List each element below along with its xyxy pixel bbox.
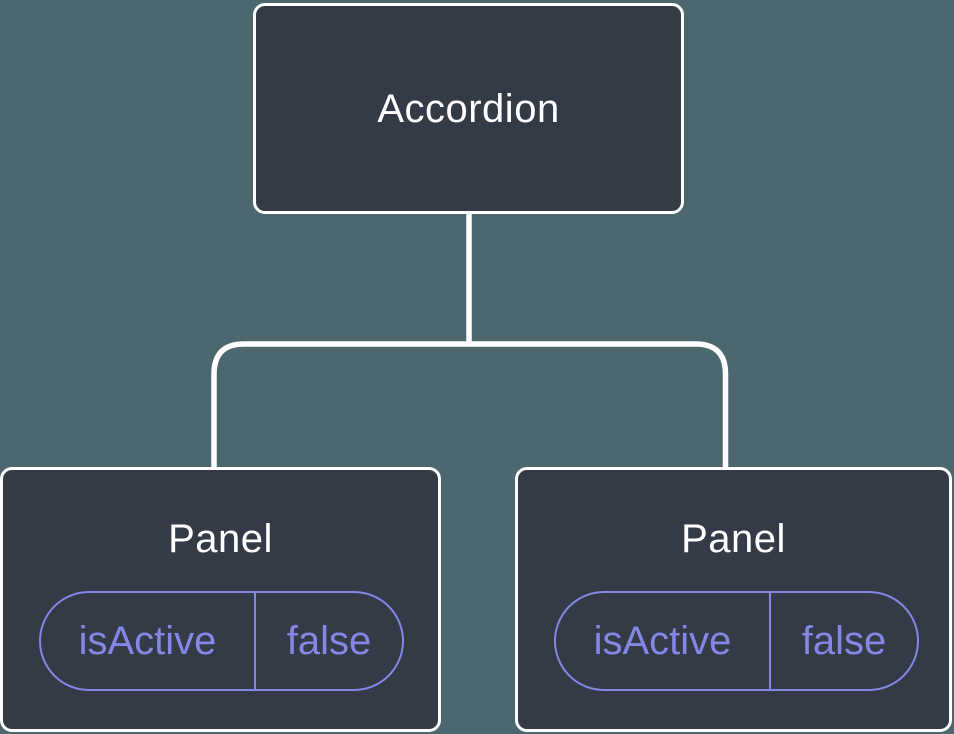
state-pill: isActive false [39,591,404,691]
state-pill: isActive false [554,591,919,691]
state-value-label: false [769,593,917,689]
panel-node-label: Panel [681,517,786,561]
state-name-label: isActive [78,619,217,663]
tree-node-panel-left: Panel isActive false [0,467,441,732]
panel-node-label: Panel [168,517,273,561]
tree-node-accordion: Accordion [253,3,684,214]
tree-node-panel-right: Panel isActive false [515,467,952,732]
accordion-node-label: Accordion [377,86,560,131]
state-value-label: false [254,593,402,689]
connector-branch-line [211,341,729,471]
state-name-label: isActive [593,619,732,663]
